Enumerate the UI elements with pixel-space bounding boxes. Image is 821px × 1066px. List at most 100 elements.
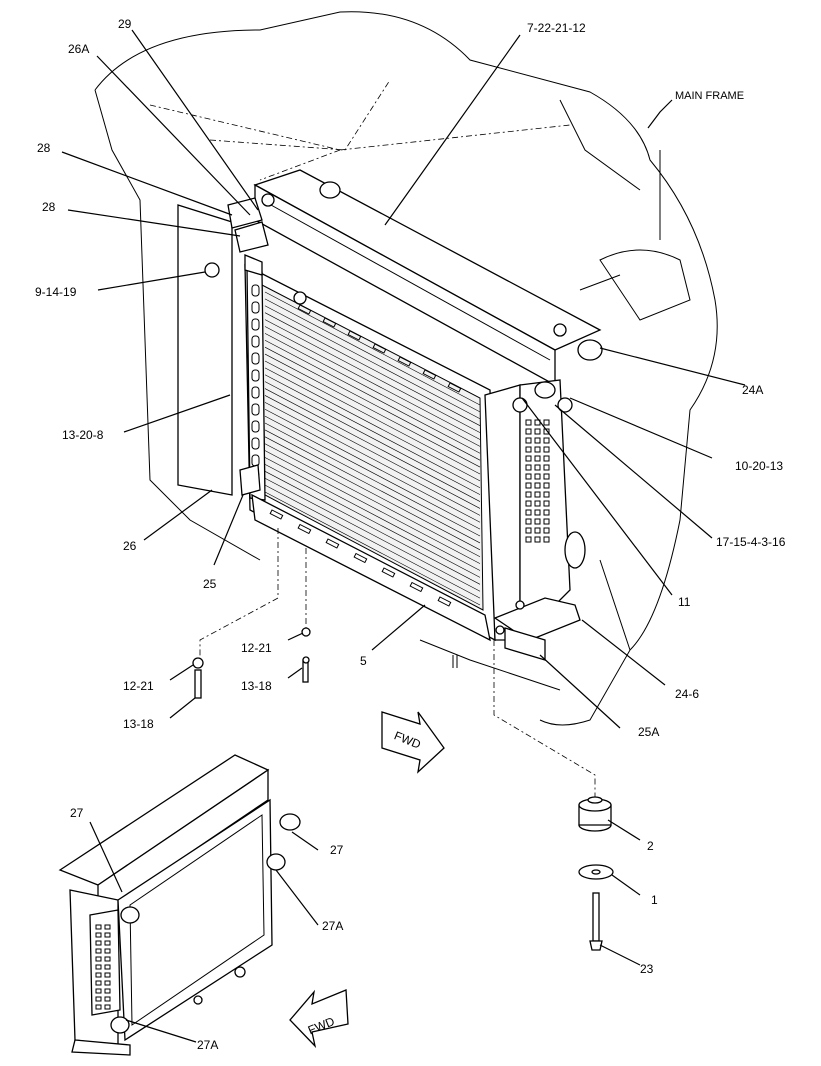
rail-slot (251, 318, 260, 331)
rail-slot (325, 538, 340, 549)
fwd-arrow-bottom: FWD (289, 989, 349, 1049)
rail-slot (297, 523, 312, 535)
radiator-fins (264, 291, 481, 606)
rubber-mount-2 (578, 796, 612, 832)
fin-line (264, 374, 481, 489)
cooler-cell (543, 509, 550, 516)
callout-23: 23 (640, 962, 654, 976)
rail-slot (353, 552, 368, 564)
cooler-cell (525, 455, 532, 462)
cooler-cell (534, 536, 541, 543)
cooler-cell (525, 473, 532, 480)
fin-line (264, 408, 481, 523)
bolt-9-14-19 (204, 262, 220, 278)
bolt-13-18-a (194, 669, 202, 699)
rail-slot (422, 369, 437, 380)
fin-line (264, 388, 481, 502)
bracket-28 (227, 197, 263, 229)
cooler-cell (525, 464, 532, 471)
cooler-cell (95, 964, 102, 970)
callout-25: 25 (203, 577, 217, 591)
fin-line (264, 436, 481, 551)
side-panel-13-20-8 (177, 204, 233, 496)
fin-line (264, 464, 481, 578)
rail-slot (409, 581, 424, 593)
cooler-cell (543, 446, 550, 453)
cooler-cell (534, 527, 541, 534)
cooler-cell (104, 948, 111, 954)
callout-27-right: 27 (330, 843, 344, 857)
callout-28-upper: 28 (37, 141, 51, 155)
callout-12-21-left: 12-21 (123, 679, 154, 693)
fin-line (264, 381, 481, 495)
callout-26a: 26A (68, 42, 89, 56)
cooler-cell (534, 518, 541, 525)
callout-11: 11 (678, 595, 691, 609)
cooler-cell (543, 518, 550, 525)
cooler-cell (534, 509, 541, 516)
fin-line (264, 415, 481, 530)
fin-line (264, 443, 481, 557)
cooler-cell (543, 482, 550, 489)
cooler-cell (534, 482, 541, 489)
inset-radiator-view (58, 754, 301, 1056)
cooler-cell (95, 932, 102, 938)
cooler-cell (525, 482, 532, 489)
rail-slot (251, 386, 260, 399)
bolt-23 (592, 892, 600, 942)
cooler-cell (95, 996, 102, 1002)
rail-slot (322, 317, 337, 328)
rail-slot (251, 335, 260, 348)
bracket-28-lower (234, 221, 269, 253)
main-frame-outline (94, 11, 718, 726)
cooler-cell (104, 1004, 111, 1010)
fin-line (264, 491, 481, 606)
cooler-cell (525, 527, 532, 534)
fin-line (264, 402, 481, 516)
inset-pipe-27 (279, 813, 301, 831)
cooler-cell (104, 972, 111, 978)
rail-slot (269, 509, 284, 520)
callout-25a: 25A (638, 725, 659, 739)
rail-slot (251, 420, 260, 433)
cooler-cell (534, 446, 541, 453)
cooler-cell (95, 988, 102, 994)
callout-main-frame: MAIN FRAME (675, 90, 744, 102)
rail-slot (447, 382, 462, 393)
cooler-cell (525, 446, 532, 453)
cooler-cell (525, 419, 532, 426)
cooler-cell (525, 437, 532, 444)
cooler-cell (525, 536, 532, 543)
cooler-cell (543, 527, 550, 534)
fwd-arrow-top: FWD (381, 711, 445, 774)
cooler-cell (104, 964, 111, 970)
fin-line (264, 457, 481, 571)
callout-27a-upper: 27A (322, 919, 343, 933)
cooler-cell (543, 428, 550, 435)
bottom-rail-slots (269, 509, 452, 607)
fin-line (264, 367, 481, 482)
fin-line (264, 360, 481, 475)
fin-line (264, 395, 481, 509)
cooler-cell (95, 940, 102, 946)
callout-28-lower: 28 (42, 200, 56, 214)
fin-line (264, 319, 481, 433)
cooler-cell (104, 980, 111, 986)
fin-line (264, 450, 481, 564)
cooler-cell (534, 437, 541, 444)
callout-labels: 29 26A 7-22-21-12 MAIN FRAME 28 28 9-14-… (35, 17, 786, 1052)
callout-13-20-8: 13-20-8 (62, 428, 104, 442)
cooler-cell (525, 500, 532, 507)
cooler-cell (104, 996, 111, 1002)
cooler-cell (95, 980, 102, 986)
rail-slot (397, 356, 412, 367)
inset-cooler-pattern (95, 924, 111, 1010)
cooler-cell (543, 536, 550, 543)
cooler-cell (543, 419, 550, 426)
cooler-cell (534, 500, 541, 507)
cooler-cell (543, 464, 550, 471)
fin-line (264, 333, 481, 447)
fin-line (264, 305, 481, 420)
callout-2: 2 (647, 839, 654, 853)
